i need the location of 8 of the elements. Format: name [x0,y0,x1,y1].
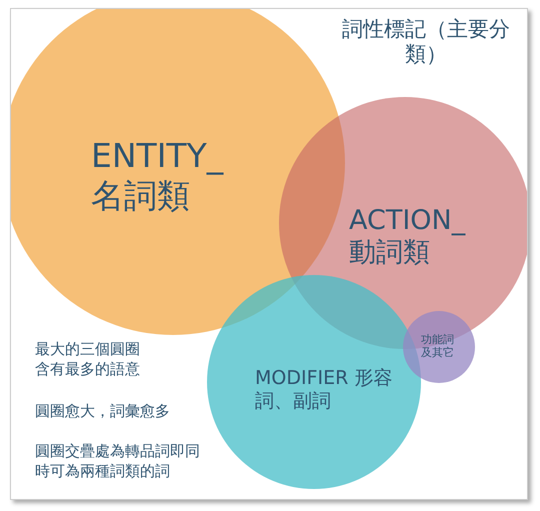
note-text: 圓圈交疊處為轉品詞即同時可為兩種詞類的詞 [35,441,200,482]
category-label: ACTION_ 動詞類 [349,205,466,270]
category-label: MODIFIER 形容詞、副詞 [255,367,394,413]
note-text: 圓圈愈大，詞彙愈多 [35,401,171,422]
category-label: 功能詞及其它 [421,333,455,360]
note-text: 最大的三個圓圈含有最多的語意 [35,339,140,380]
title: 詞性標記（主要分類） [341,17,511,68]
category-label: ENTITY_ 名詞類 [91,136,224,216]
